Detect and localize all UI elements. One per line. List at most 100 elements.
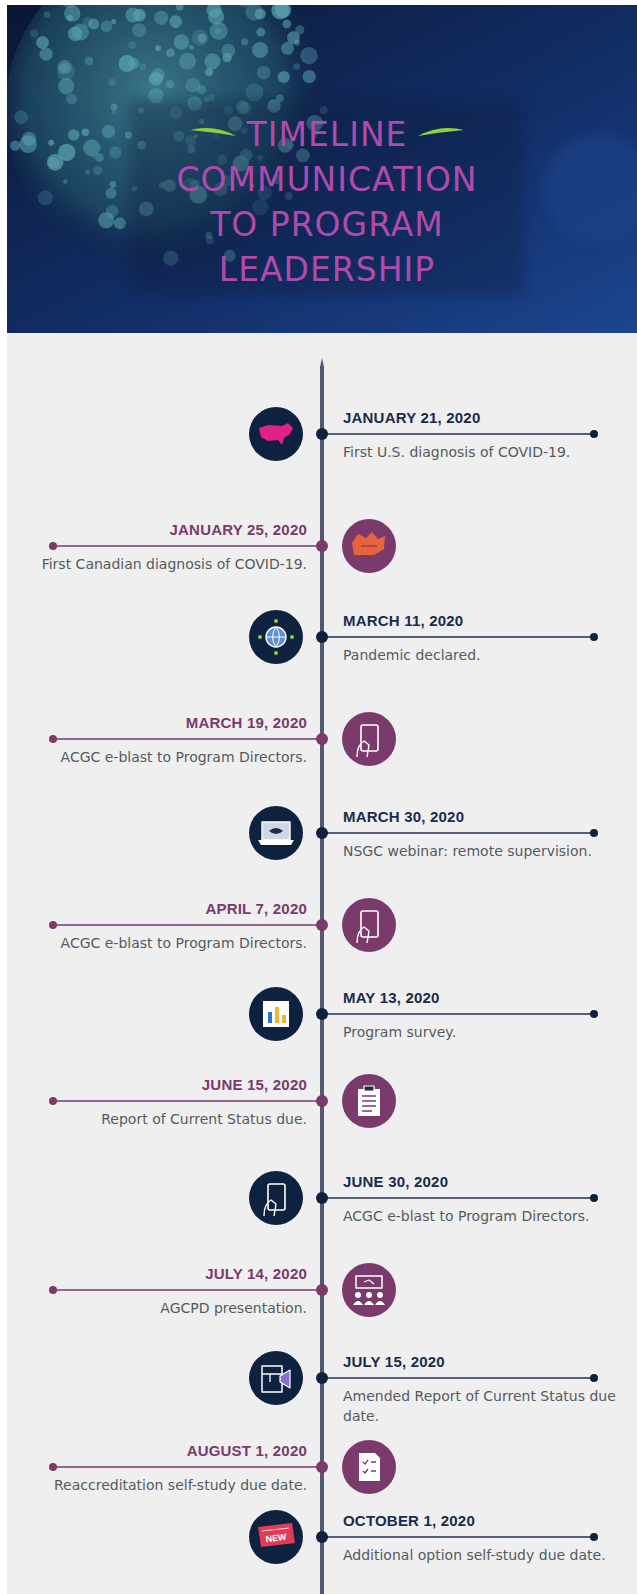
icon-circle xyxy=(249,610,303,664)
timeline-event: JUNE 30, 2020ACGC e-blast to Program Dir… xyxy=(343,1172,628,1226)
virus-spike xyxy=(204,53,220,69)
timeline-event: JULY 15, 2020Amended Report of Current S… xyxy=(343,1352,628,1426)
virus-spike xyxy=(101,20,113,32)
icon-part xyxy=(262,1528,289,1531)
spine-dot xyxy=(316,1461,328,1473)
event-description: First Canadian diagnosis of COVID-19. xyxy=(30,554,307,574)
spine-tip xyxy=(320,358,324,367)
virus-spike xyxy=(155,45,161,51)
event-icon xyxy=(249,407,303,461)
spine-dot xyxy=(316,1008,328,1020)
branch-line xyxy=(322,1197,594,1199)
virus-spike xyxy=(128,41,136,49)
virus-spike xyxy=(48,140,54,146)
icon-circle xyxy=(342,519,396,573)
virus-spike xyxy=(278,71,290,83)
icon-circle xyxy=(342,898,396,952)
virus-spike xyxy=(186,78,201,93)
virus-spike xyxy=(114,217,126,229)
virus-spike xyxy=(82,17,92,27)
spine-dot xyxy=(316,1192,328,1204)
end-dot xyxy=(590,430,598,438)
event-icon xyxy=(249,610,303,664)
virus-spike xyxy=(271,5,289,19)
virus-spike xyxy=(245,83,263,101)
icon-part xyxy=(266,627,286,647)
end-dot xyxy=(49,1097,57,1105)
virus-spike xyxy=(300,47,317,64)
virus-spike xyxy=(67,15,73,21)
timeline-event: JANUARY 25, 2020First Canadian diagnosis… xyxy=(30,520,307,574)
branch-line xyxy=(53,738,322,740)
virus-spike xyxy=(63,179,68,184)
virus-spike xyxy=(66,94,77,105)
icon-part xyxy=(377,1292,383,1298)
icon-part xyxy=(258,635,262,639)
event-description: NSGC webinar: remote supervision. xyxy=(343,841,628,861)
virus-spike xyxy=(38,190,53,205)
icon-circle xyxy=(342,1074,396,1128)
icon-part xyxy=(282,1015,286,1023)
event-description: Program survey. xyxy=(343,1022,628,1042)
event-icon xyxy=(342,1440,396,1494)
virus-spike xyxy=(287,31,300,44)
virus-spike xyxy=(36,36,49,49)
icon-circle xyxy=(249,1171,303,1225)
event-description: Additional option self-study due date. xyxy=(343,1545,628,1565)
icon-part xyxy=(362,1096,376,1111)
icon-part xyxy=(266,627,286,647)
timeline-event: JULY 14, 2020AGCPD presentation. xyxy=(30,1264,307,1318)
event-description: ACGC e-blast to Program Directors. xyxy=(30,747,307,767)
branch-line xyxy=(322,433,594,435)
icon-part xyxy=(274,651,278,655)
icon-part xyxy=(262,1366,282,1392)
virus-spike xyxy=(303,70,316,83)
virus-spike xyxy=(140,63,146,69)
virus-spike xyxy=(14,110,28,124)
virus-spike xyxy=(85,57,94,66)
branch-line xyxy=(322,1377,594,1379)
icon-circle xyxy=(249,987,303,1041)
event-icon xyxy=(342,1263,396,1317)
icon-circle xyxy=(249,1351,303,1405)
icon-circle xyxy=(342,712,396,766)
event-description: Report of Current Status due. xyxy=(30,1109,307,1129)
event-icon xyxy=(249,806,303,860)
branch-line xyxy=(53,1466,322,1468)
virus-spike xyxy=(252,42,268,58)
icon-part xyxy=(356,1276,382,1288)
end-dot xyxy=(49,1463,57,1471)
icon-part xyxy=(262,822,290,840)
event-icon xyxy=(342,898,396,952)
timeline-event: JUNE 15, 2020Report of Current Status du… xyxy=(30,1075,307,1129)
icon-part xyxy=(258,840,294,845)
virus-spike xyxy=(222,44,236,58)
icon-part xyxy=(361,545,377,546)
icon-part xyxy=(262,1374,282,1382)
virus-spike xyxy=(111,19,116,24)
event-date: JUNE 15, 2020 xyxy=(30,1075,307,1095)
branch-line xyxy=(322,636,594,638)
icon-part xyxy=(268,1184,285,1210)
virus-spike xyxy=(210,22,228,40)
virus-spike xyxy=(256,28,265,37)
virus-spike xyxy=(64,5,80,21)
event-icon xyxy=(249,1171,303,1225)
branch-line xyxy=(53,1100,322,1102)
event-date: JANUARY 21, 2020 xyxy=(343,408,628,428)
branch-line xyxy=(53,1289,322,1291)
virus-spike xyxy=(39,47,52,60)
event-icon xyxy=(342,519,396,573)
end-dot xyxy=(49,921,57,929)
branch-line xyxy=(53,545,322,547)
virus-spike xyxy=(19,135,37,153)
virus-spike xyxy=(166,48,175,57)
icon-part xyxy=(366,1292,372,1298)
icon-part xyxy=(275,1007,279,1023)
icon-circle xyxy=(249,1510,303,1564)
icon-part xyxy=(361,911,378,937)
virus-spike xyxy=(174,34,189,49)
virus-spike xyxy=(111,103,118,110)
